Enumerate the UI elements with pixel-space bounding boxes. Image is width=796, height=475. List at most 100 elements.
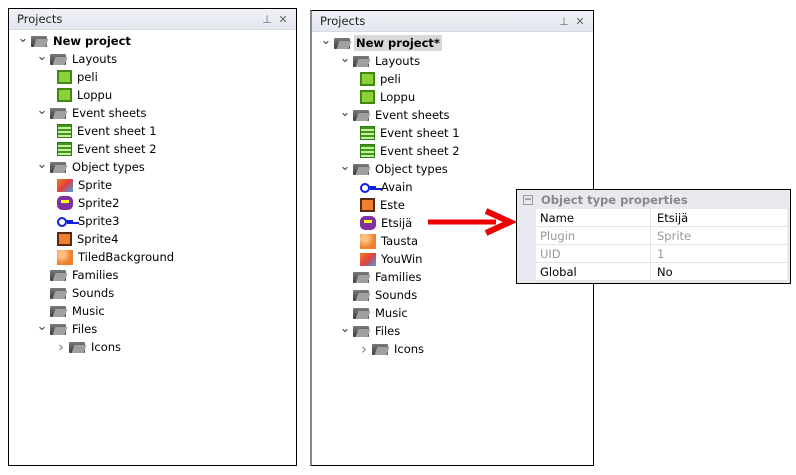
- tree-item[interactable]: Loppu: [55, 86, 114, 104]
- folder-icon: [353, 108, 370, 122]
- tree-item[interactable]: Etsijä: [358, 214, 414, 232]
- tree-item[interactable]: ⌄New project: [17, 30, 133, 50]
- tree-item[interactable]: Event sheet 2: [55, 140, 159, 158]
- tree-item[interactable]: ⌄ New project*: [320, 32, 442, 52]
- tree-item-label: peli: [380, 72, 401, 86]
- collapse-icon[interactable]: −: [523, 194, 533, 205]
- red-arrow-icon: [428, 208, 518, 236]
- tiled-icon: [360, 233, 376, 249]
- chevron-down-icon[interactable]: ⌄: [339, 320, 351, 336]
- folder-icon: [50, 106, 67, 120]
- sprite-icon: [57, 178, 73, 192]
- tree-item[interactable]: Sprite2: [55, 194, 121, 212]
- key-icon: [360, 180, 376, 194]
- tree-item-label: Sprite3: [78, 214, 120, 228]
- chevron-down-icon[interactable]: ⌄: [36, 156, 48, 172]
- properties-header[interactable]: − Object type properties: [517, 190, 790, 209]
- tree-item[interactable]: ⌄Event sheets: [339, 104, 452, 124]
- tree-item[interactable]: Este: [358, 196, 407, 214]
- property-value[interactable]: No: [657, 264, 673, 279]
- tree-item[interactable]: › Icons: [55, 338, 123, 356]
- tree-item[interactable]: Sprite3: [55, 212, 121, 230]
- sprite2-icon: [360, 216, 376, 230]
- tree-item[interactable]: Families: [339, 268, 423, 286]
- tree-item[interactable]: ⌄Object types: [339, 158, 450, 178]
- chevron-down-icon[interactable]: ⌄: [339, 104, 351, 120]
- folder-icon: [69, 340, 86, 354]
- pin-icon[interactable]: ⊥: [559, 14, 569, 28]
- property-key: UID: [536, 245, 651, 262]
- tree-item[interactable]: Loppu: [358, 88, 417, 106]
- folder-icon: [353, 270, 370, 284]
- folder-icon: [50, 160, 67, 174]
- tree-item[interactable]: Sounds: [339, 286, 419, 304]
- property-value[interactable]: Etsijä: [657, 210, 689, 225]
- tree-item-label: Sprite4: [77, 232, 119, 246]
- close-icon[interactable]: ✕: [575, 14, 585, 28]
- tree-item-label: YouWin: [381, 252, 423, 266]
- tree-item[interactable]: ›Icons: [358, 340, 426, 358]
- chevron-down-icon[interactable]: ⌄: [36, 318, 48, 334]
- chevron-down-icon[interactable]: ⌄: [17, 30, 29, 46]
- tree-item[interactable]: Music: [339, 304, 410, 322]
- tree-item[interactable]: Event sheet 1: [358, 124, 462, 142]
- tree-item-label: Loppu: [77, 88, 113, 102]
- chevron-right-icon[interactable]: ›: [361, 340, 367, 358]
- tree-item[interactable]: ⌄Files: [36, 318, 99, 338]
- tree-item-label: Families: [72, 268, 119, 282]
- event-icon: [57, 142, 72, 156]
- chevron-down-icon[interactable]: ⌄: [36, 102, 48, 118]
- tree-item[interactable]: ⌄Object types: [36, 156, 147, 176]
- chevron-down-icon[interactable]: ⌄: [36, 48, 48, 64]
- folder-icon: [50, 322, 67, 336]
- tree-item-label: Files: [375, 324, 401, 338]
- property-value[interactable]: 1: [657, 246, 665, 261]
- tree-item[interactable]: TiledBackground: [55, 248, 176, 266]
- tree-item[interactable]: YouWin: [358, 250, 424, 268]
- tree-item[interactable]: ⌄ Layouts: [36, 48, 119, 68]
- tree-item-label: Event sheet 1: [77, 124, 157, 138]
- layout-icon: [57, 70, 72, 84]
- spacer: [36, 266, 48, 284]
- close-icon[interactable]: ✕: [278, 12, 288, 26]
- chevron-down-icon[interactable]: ⌄: [320, 32, 332, 48]
- tree-item[interactable]: Families: [36, 266, 120, 284]
- tree-item[interactable]: ⌄Layouts: [339, 50, 422, 70]
- tree-item[interactable]: Event sheet 1: [55, 122, 159, 140]
- tree-item[interactable]: Sounds: [36, 284, 116, 302]
- property-row[interactable]: UID 1: [536, 245, 787, 263]
- tree-item-label: peli: [77, 70, 98, 84]
- tree-item[interactable]: peli: [55, 68, 100, 86]
- tree-item-label: Music: [375, 306, 408, 320]
- chevron-down-icon[interactable]: ⌄: [339, 50, 351, 66]
- pin-icon[interactable]: ⊥: [262, 12, 272, 26]
- chevron-right-icon[interactable]: ›: [58, 338, 64, 356]
- folder-icon: [50, 268, 67, 282]
- tree-item[interactable]: ⌄ Files: [339, 320, 402, 340]
- tree-item-label: Etsijä: [381, 216, 413, 230]
- tree-item[interactable]: Music: [36, 302, 107, 320]
- property-value[interactable]: Sprite: [657, 228, 692, 243]
- tree-item-label: Este: [380, 198, 405, 212]
- folder-icon: [334, 36, 351, 50]
- tree-item-label: New project*: [354, 35, 442, 51]
- tree-item[interactable]: ⌄Event sheets: [36, 102, 149, 122]
- panel-title: Projects: [320, 14, 366, 28]
- tree-item-label: Layouts: [72, 52, 118, 66]
- tree-item[interactable]: peli: [358, 70, 403, 88]
- tree-item[interactable]: Event sheet 2: [358, 142, 462, 160]
- sprite2-icon: [57, 196, 73, 210]
- tree-item[interactable]: Avain: [358, 178, 415, 196]
- tree-item-label: Icons: [91, 340, 122, 354]
- layout-icon: [57, 88, 72, 102]
- tree-item[interactable]: Sprite: [55, 176, 114, 194]
- tree-item[interactable]: Sprite4: [55, 230, 120, 248]
- chevron-down-icon[interactable]: ⌄: [339, 158, 351, 174]
- layout-icon: [360, 72, 375, 86]
- tree-item[interactable]: Tausta: [358, 232, 420, 250]
